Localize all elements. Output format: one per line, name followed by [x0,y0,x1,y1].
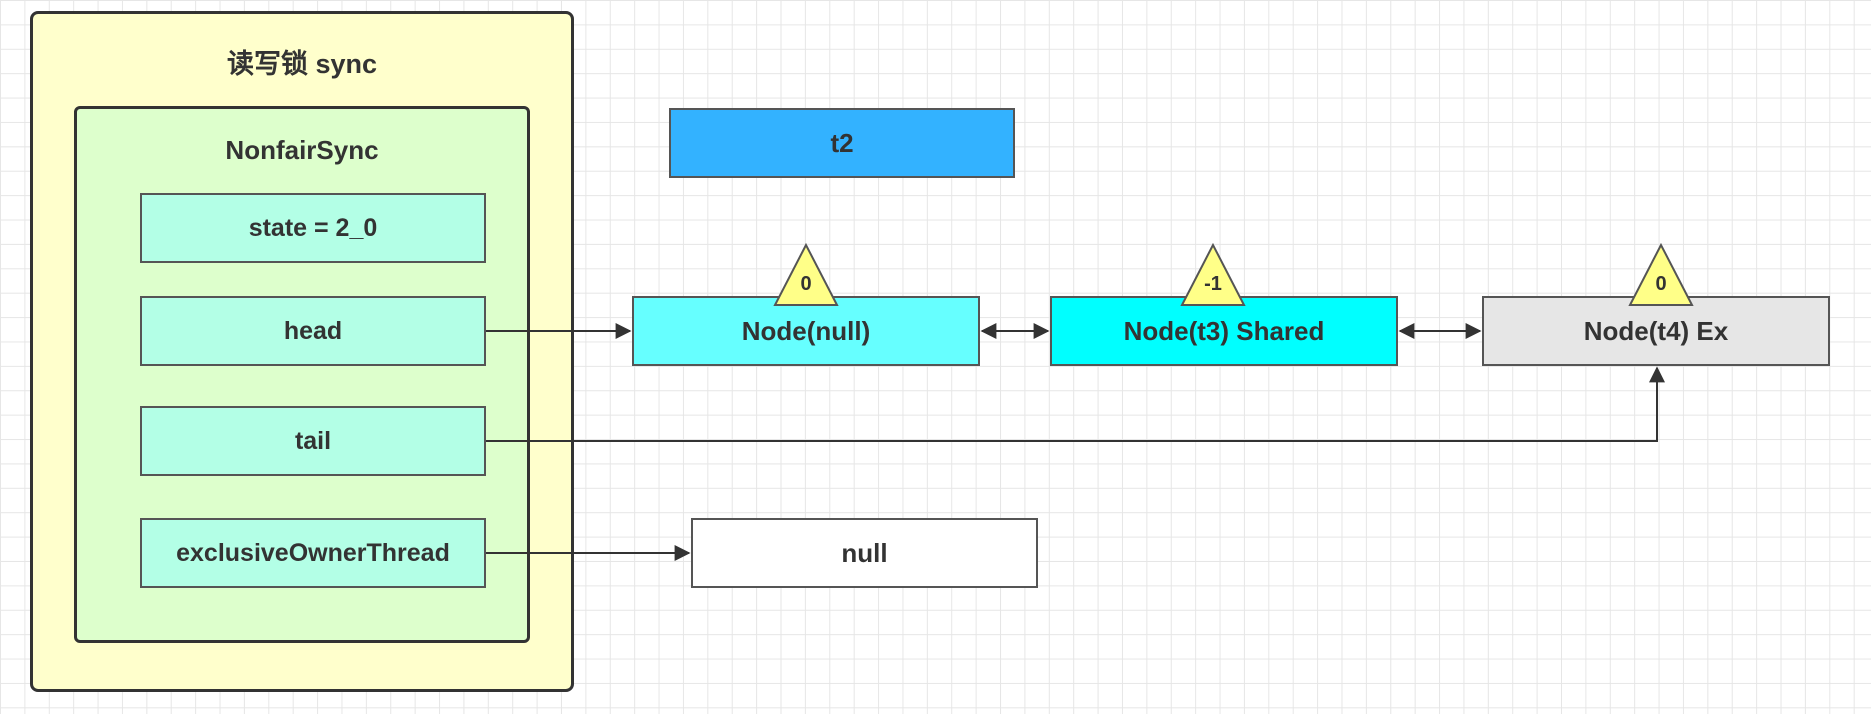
wait-status-3-text: 0 [1655,273,1666,295]
tail-field: tail [140,406,486,476]
wait-status-2-text: -1 [1204,273,1222,295]
node-t4-ex: Node(t4) Ex [1482,296,1830,366]
owner-field: exclusiveOwnerThread [140,518,486,588]
owner-null-box: null [691,518,1038,588]
sync-title: 读写锁 sync [226,49,378,79]
node-t3-shared: Node(t3) Shared [1050,296,1398,366]
tail-arrow [486,366,1665,442]
node-null: Node(null) [632,296,980,366]
thread-t2-box: t2 [669,108,1015,178]
head-field: head [140,296,486,366]
wait-status-1-text: 0 [800,273,811,295]
state-field: state = 2_0 [140,193,486,263]
nonfair-sync-title: NonfairSync [225,135,379,165]
